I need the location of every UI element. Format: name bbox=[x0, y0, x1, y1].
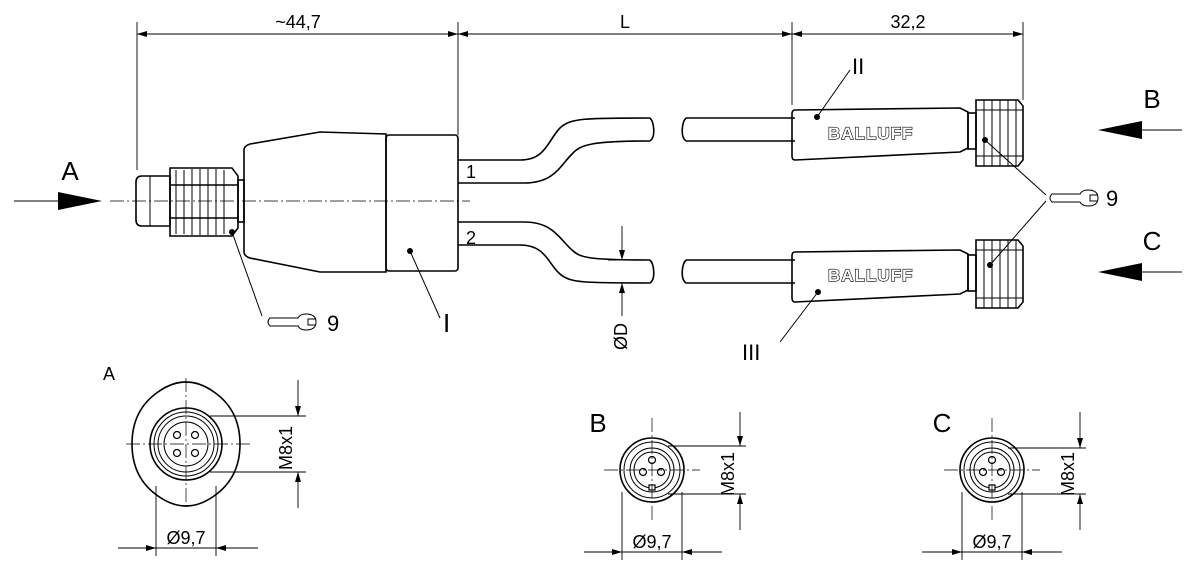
svg-text:B: B bbox=[1143, 84, 1160, 114]
dim-length-cable: L bbox=[620, 12, 630, 32]
brand-logo-bottom: BALLUFF bbox=[828, 266, 913, 285]
dim-length-right: 32,2 bbox=[890, 12, 925, 32]
female-connector-c: BALLUFF III bbox=[742, 239, 1024, 365]
cable-right-bottom bbox=[681, 259, 795, 284]
part-label-III: III bbox=[742, 340, 760, 365]
thread-label-b: M8x1 bbox=[718, 452, 738, 496]
svg-text:A: A bbox=[61, 156, 79, 186]
brand-logo-top: BALLUFF bbox=[828, 124, 913, 143]
thread-label-c: M8x1 bbox=[1058, 452, 1078, 496]
cable-2: 2 bbox=[458, 221, 655, 284]
cable-right-top bbox=[681, 117, 795, 142]
cable-1: 1 bbox=[458, 117, 655, 184]
wrench-symbol-right: 9 bbox=[982, 137, 1118, 268]
svg-text:C: C bbox=[1143, 226, 1162, 256]
female-connector-b: BALLUFF II bbox=[791, 54, 1024, 167]
wrench-symbol-left: 9 bbox=[229, 229, 339, 336]
dia-label-b: Ø9,7 bbox=[632, 532, 671, 552]
splitter-body: I bbox=[110, 131, 470, 338]
wire-label-2: 2 bbox=[466, 228, 476, 248]
end-view-a: A M8x1 Ø9,7 bbox=[103, 364, 306, 556]
dia-label-c: Ø9,7 bbox=[972, 532, 1011, 552]
dia-label-a: Ø9,7 bbox=[166, 528, 205, 548]
wrench-size-right: 9 bbox=[1106, 186, 1118, 211]
top-dimensions: ~44,7 L 32,2 bbox=[136, 12, 1024, 170]
wire-label-1: 1 bbox=[466, 162, 476, 182]
part-label-I: I bbox=[443, 308, 450, 338]
svg-text:C: C bbox=[933, 408, 952, 438]
end-view-b: B M8x1 Ø9,7 bbox=[584, 408, 746, 560]
end-view-c: C M8x1 Ø9,7 bbox=[922, 408, 1086, 560]
svg-text:A: A bbox=[103, 364, 115, 384]
male-connector bbox=[135, 167, 245, 237]
part-label-II: II bbox=[852, 54, 864, 79]
svg-text:B: B bbox=[589, 408, 606, 438]
view-arrow-a: A bbox=[14, 156, 102, 210]
cable-diameter-dimension: ØD bbox=[608, 226, 650, 350]
view-arrow-b: B bbox=[1098, 84, 1182, 139]
dim-length-left: ~44,7 bbox=[275, 12, 321, 32]
view-arrow-c: C bbox=[1098, 226, 1182, 281]
thread-label-a: M8x1 bbox=[276, 426, 296, 470]
wrench-size-left: 9 bbox=[327, 311, 339, 336]
dim-cable-diameter: ØD bbox=[611, 323, 631, 350]
